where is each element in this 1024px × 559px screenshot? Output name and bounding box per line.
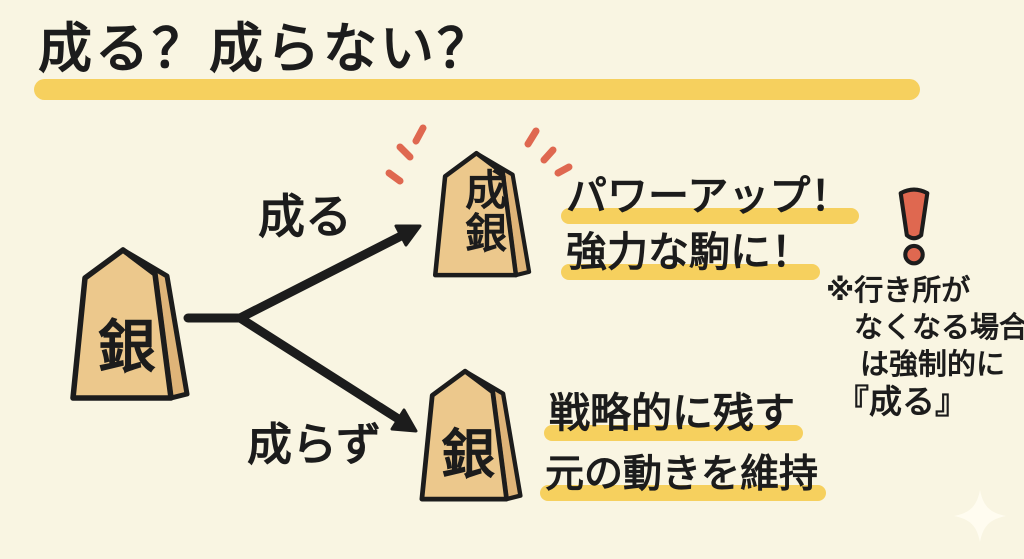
not-promote-arrow-line — [235, 313, 405, 425]
warning-note: ※行き所が なくなる場合 は強制的に 『成る』 — [820, 272, 1024, 420]
highlighted-text: パワーアップ！ — [560, 162, 860, 224]
shogi-piece-source-silver: 銀 — [63, 244, 199, 406]
highlighted-text: 強力な駒に！ — [561, 218, 820, 280]
exclamation-icon — [898, 187, 930, 266]
not-promote-arrowhead-icon — [390, 408, 418, 433]
promote-arrowhead-icon — [394, 224, 422, 247]
warning-line: ※行き所が — [826, 273, 971, 307]
warning-line: は強制的に — [860, 347, 1006, 381]
piece-kanji-promoted-silver: 成銀 — [458, 168, 508, 254]
page-title: 成る？成らない？ — [38, 17, 494, 80]
warning-line: 『成る』 — [836, 382, 968, 421]
sparkle-burst-icon — [385, 124, 573, 185]
highlighted-text: 元の動きを維持 — [539, 443, 827, 501]
piece-kanji-unpromoted-silver: 銀 — [441, 423, 496, 486]
sparkle-star-icon — [954, 490, 1006, 542]
shogi-piece-promoted-silver: 成銀 — [427, 146, 539, 284]
promote-arrow-line — [235, 230, 408, 323]
promoted-note-1: パワーアップ！ — [560, 162, 860, 224]
piece-kanji-silver: 銀 — [97, 313, 156, 381]
not-promote-label: 成らず — [247, 418, 382, 471]
promoted-note-2: 強力な駒に！ — [561, 218, 820, 280]
unpromoted-note-2: 元の動きを維持 — [539, 443, 827, 501]
unpromoted-note-1: 戦略的に残す — [544, 379, 803, 441]
title-underline — [34, 79, 920, 100]
highlighted-text: 戦略的に残す — [544, 379, 803, 441]
shogi-piece-unpromoted-silver: 銀 — [413, 366, 531, 506]
promote-label: 成る — [258, 190, 352, 245]
warning-line: なくなる場合 — [854, 310, 1024, 344]
